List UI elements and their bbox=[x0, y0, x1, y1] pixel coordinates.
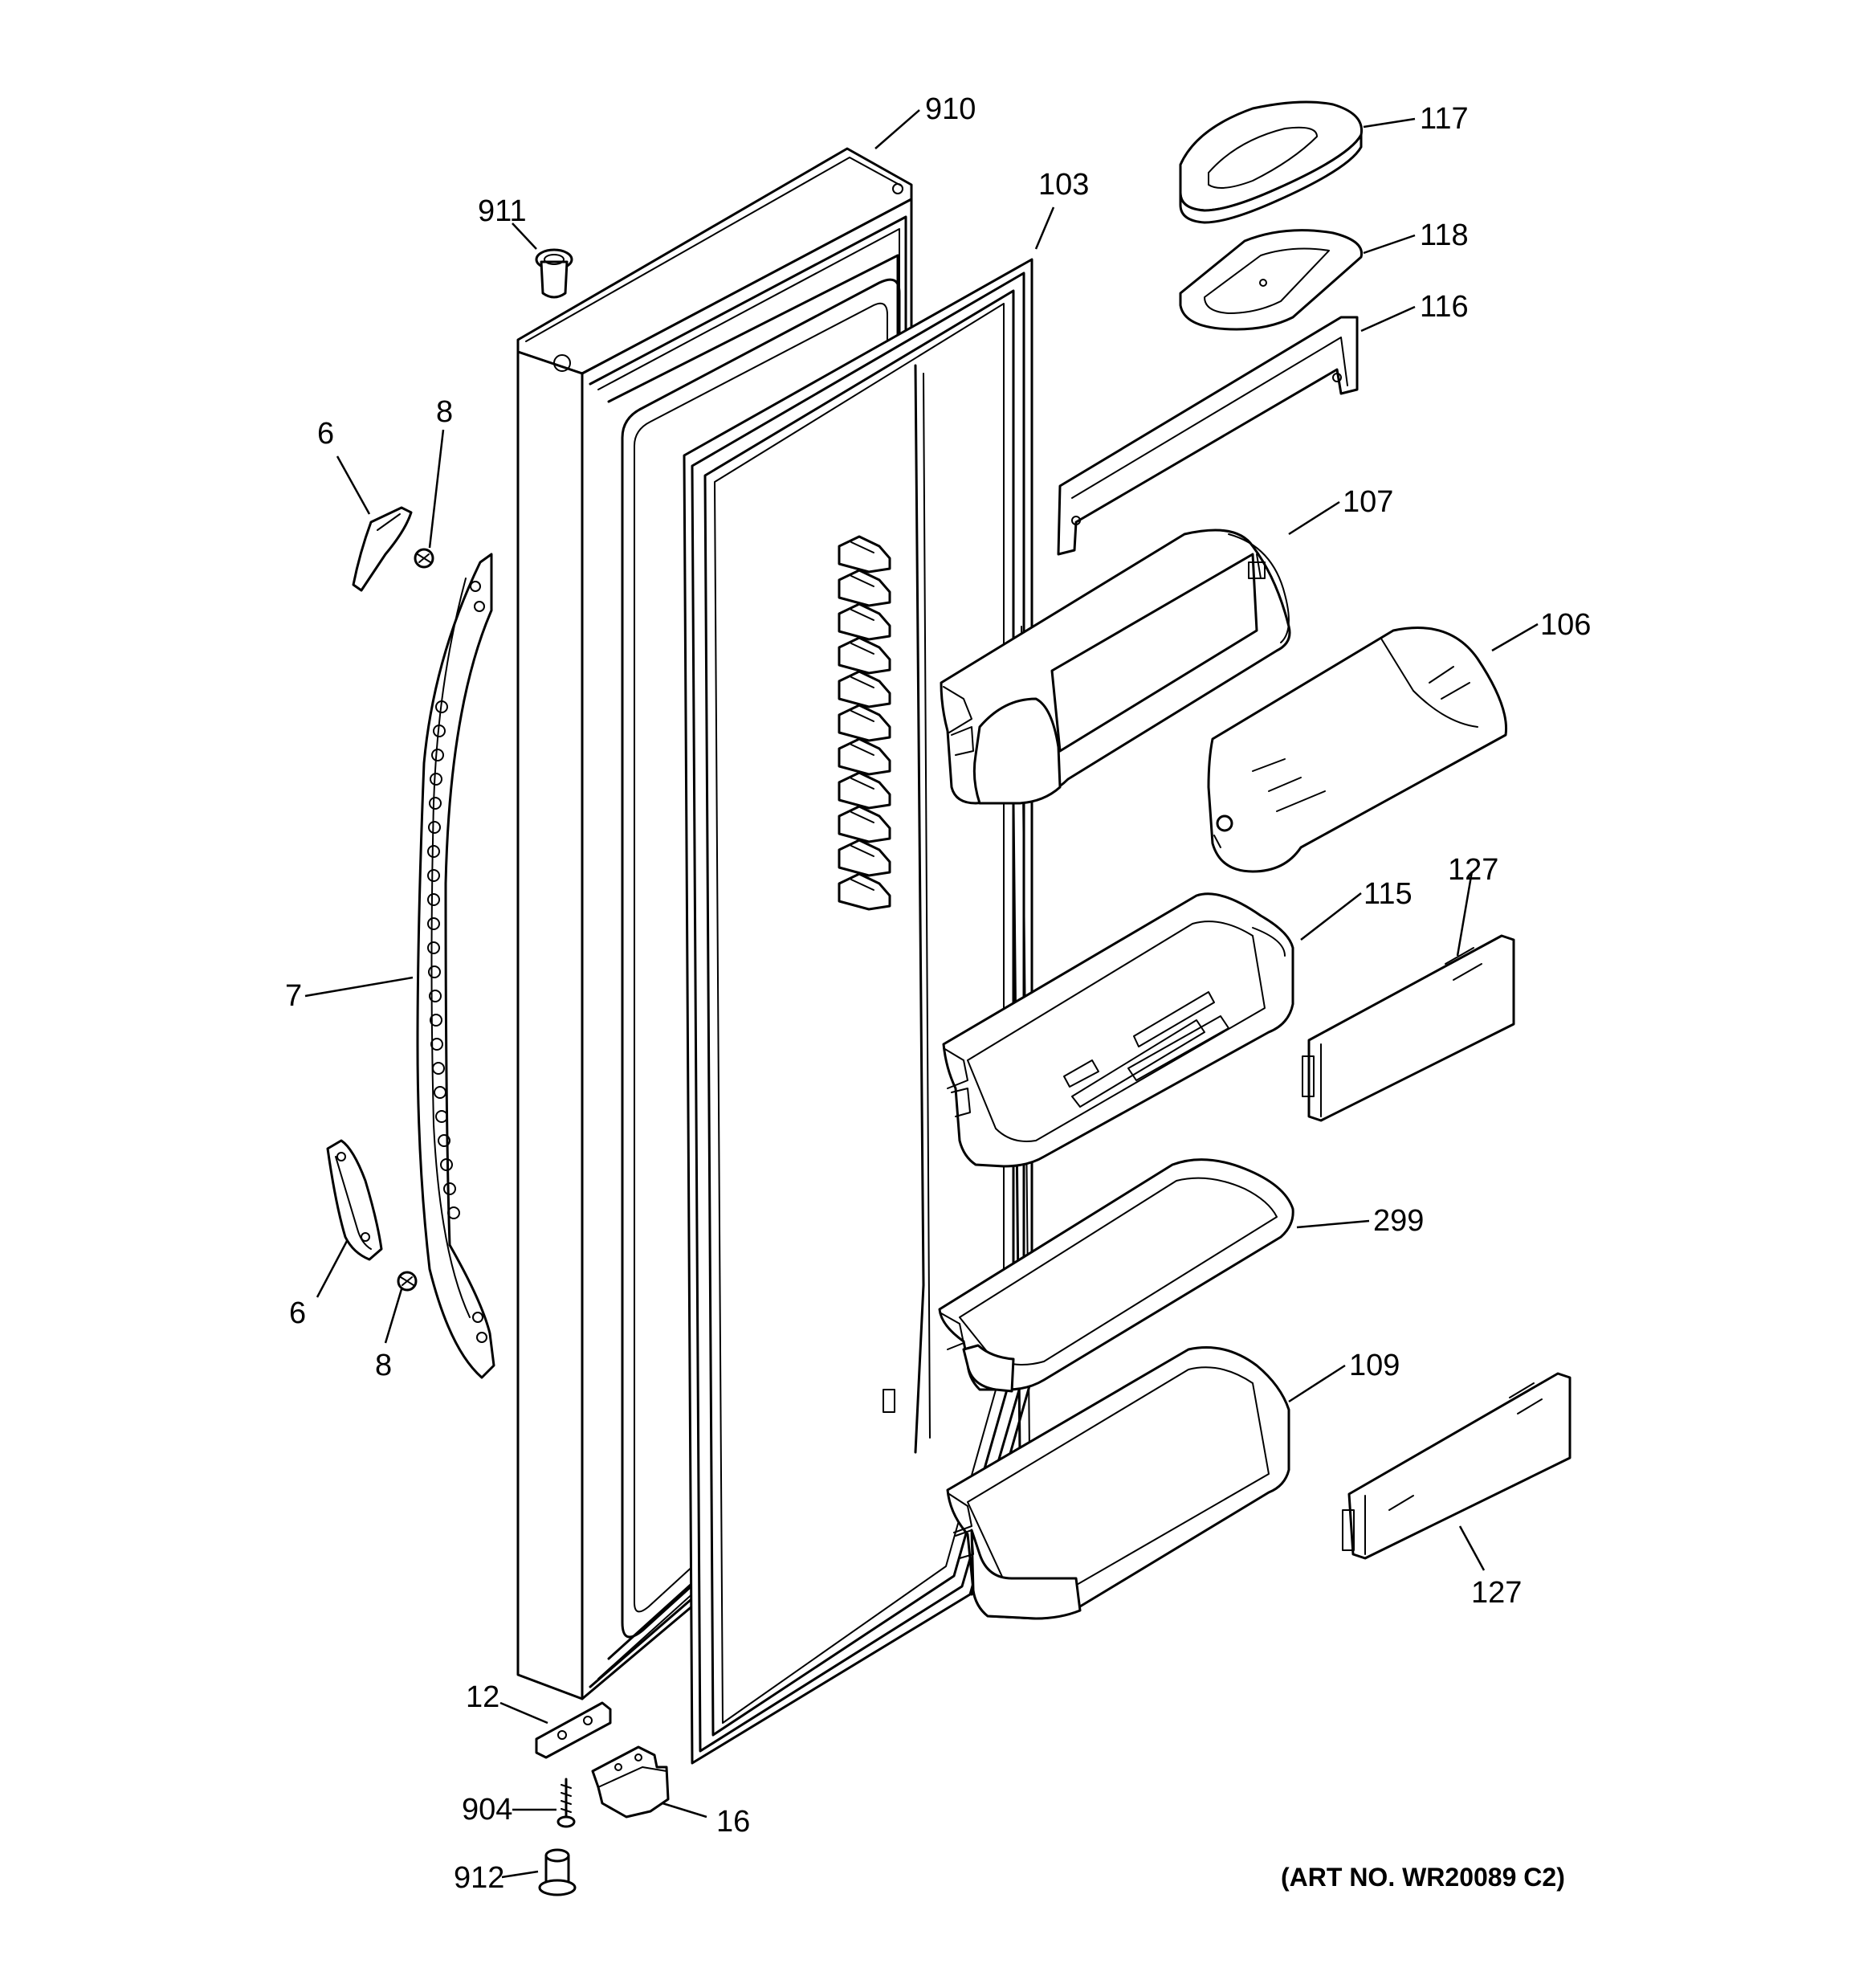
callout-127-upper: 127 bbox=[1448, 853, 1498, 887]
door-bin-109 bbox=[946, 1346, 1290, 1620]
callout-labels: 910 911 103 117 118 116 6 8 107 106 115 … bbox=[285, 92, 1591, 1895]
bin-front-upper bbox=[1302, 934, 1515, 1122]
callout-911: 911 bbox=[478, 194, 527, 228]
callout-299: 299 bbox=[1373, 1204, 1424, 1238]
callout-118: 118 bbox=[1420, 218, 1469, 252]
callout-912: 912 bbox=[454, 1861, 504, 1895]
dairy-cap bbox=[1179, 100, 1364, 224]
door-bin-107 bbox=[940, 529, 1291, 805]
callout-109: 109 bbox=[1349, 1349, 1400, 1382]
callout-16: 16 bbox=[716, 1805, 750, 1839]
handle-cap-upper bbox=[352, 506, 413, 592]
door-handle bbox=[416, 553, 495, 1379]
bottom-hinge bbox=[591, 1745, 670, 1819]
art-number: (ART NO. WR20089 C2) bbox=[1281, 1863, 1565, 1892]
callout-6-upper: 6 bbox=[317, 417, 334, 451]
callout-8-upper: 8 bbox=[436, 395, 453, 429]
handle-screw-lower bbox=[397, 1271, 418, 1292]
handle-screw-upper bbox=[414, 548, 434, 569]
callout-107: 107 bbox=[1343, 485, 1393, 519]
shelf-clips bbox=[838, 535, 891, 911]
hinge-bracket bbox=[535, 1701, 612, 1759]
callout-8-lower: 8 bbox=[375, 1349, 392, 1382]
callout-910: 910 bbox=[925, 92, 976, 126]
door-bin-115 bbox=[942, 892, 1294, 1168]
top-hinge-bushing bbox=[535, 248, 573, 299]
dairy-rail bbox=[1057, 316, 1359, 556]
door-bin-299 bbox=[938, 1158, 1294, 1393]
callout-12: 12 bbox=[466, 1680, 499, 1714]
callout-103: 103 bbox=[1038, 168, 1089, 202]
callout-115: 115 bbox=[1364, 877, 1413, 911]
callout-117: 117 bbox=[1420, 102, 1469, 136]
callout-7: 7 bbox=[285, 979, 302, 1013]
callout-904: 904 bbox=[462, 1793, 512, 1827]
callout-6-lower: 6 bbox=[289, 1296, 306, 1330]
bin-front-lower bbox=[1342, 1372, 1572, 1560]
bottom-bushing bbox=[538, 1848, 577, 1896]
callout-106: 106 bbox=[1540, 608, 1591, 642]
dairy-bin bbox=[1179, 229, 1364, 331]
leader-lines bbox=[304, 109, 1539, 1879]
hinge-screw bbox=[556, 1778, 576, 1828]
handle-cap-lower bbox=[326, 1139, 383, 1261]
callout-116: 116 bbox=[1420, 290, 1469, 324]
door-bin-106 bbox=[1207, 627, 1508, 873]
callout-127-lower: 127 bbox=[1471, 1576, 1522, 1610]
